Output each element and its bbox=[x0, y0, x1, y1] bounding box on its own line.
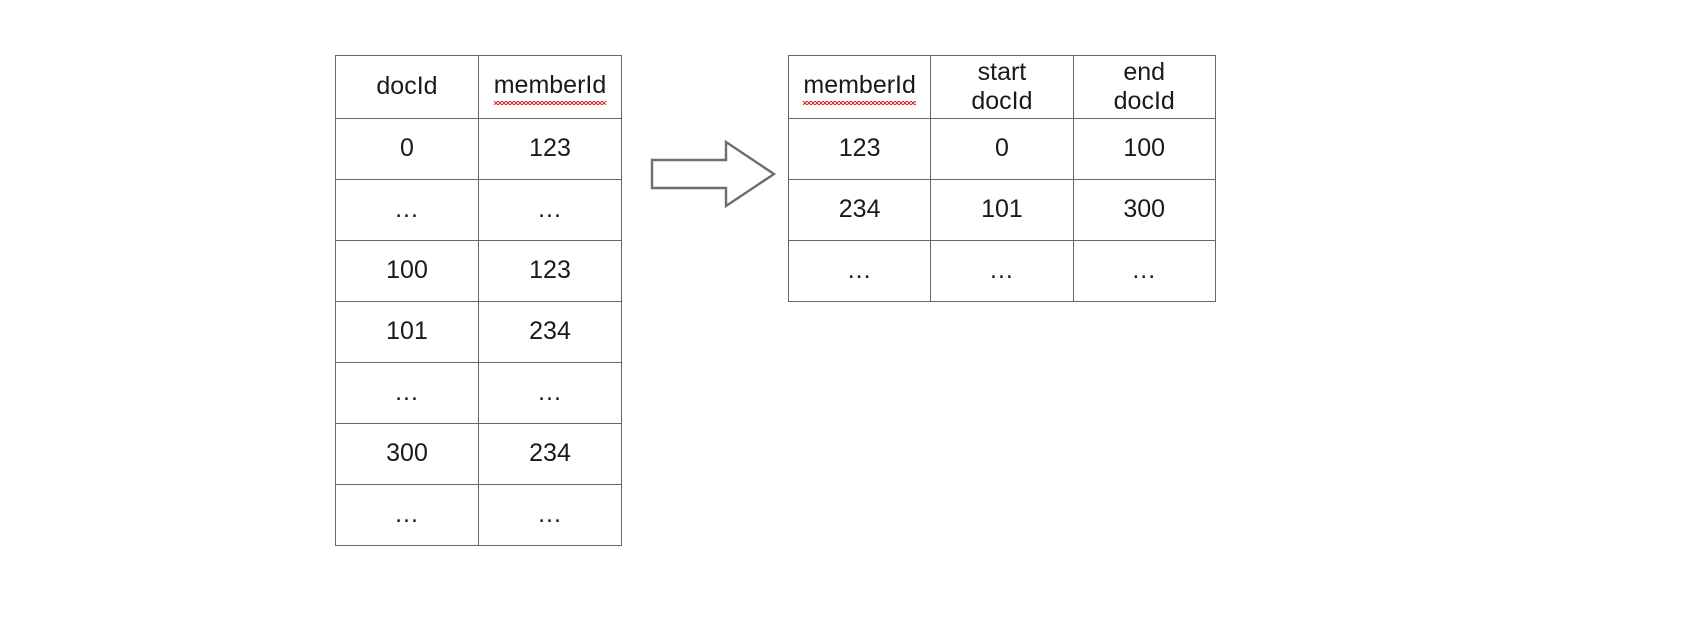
source-table: docId memberId 0 123 ... ... 100 123 101 bbox=[335, 55, 622, 546]
cell-memberid: ... bbox=[478, 484, 622, 546]
cell-docid: ... bbox=[335, 362, 479, 424]
source-header-docid-label: docId bbox=[376, 72, 438, 101]
cell-docid: 0 bbox=[335, 118, 479, 180]
cell-docid: 300 bbox=[335, 423, 479, 485]
result-table-header-row: memberId start docId end docId bbox=[787, 55, 1216, 119]
table-row: 100 123 bbox=[335, 240, 622, 302]
cell-end-docid: ... bbox=[1072, 240, 1216, 302]
result-header-memberid: memberId bbox=[787, 55, 932, 119]
cell-docid: ... bbox=[335, 179, 479, 241]
table-row: 300 234 bbox=[335, 423, 622, 485]
cell-memberid: 123 bbox=[478, 118, 622, 180]
table-row: 123 0 100 bbox=[787, 118, 1216, 180]
cell-memberid: ... bbox=[478, 179, 622, 241]
result-header-end-docid-line2: docId bbox=[1113, 87, 1175, 115]
cell-start-docid: 101 bbox=[930, 179, 1074, 241]
cell-start-docid: ... bbox=[930, 240, 1074, 302]
result-header-end-docid-line1: end bbox=[1123, 57, 1166, 86]
table-row: ... ... ... bbox=[787, 240, 1216, 302]
cell-memberid: 234 bbox=[478, 301, 622, 363]
result-header-start-docid-line2: docId bbox=[971, 87, 1033, 115]
cell-docid: ... bbox=[335, 484, 479, 546]
result-header-end-docid: end docId bbox=[1072, 55, 1216, 119]
source-header-memberid-label: memberId bbox=[493, 71, 606, 105]
cell-memberid: ... bbox=[787, 240, 932, 302]
cell-memberid: 123 bbox=[787, 118, 932, 180]
cell-docid: 101 bbox=[335, 301, 479, 363]
table-row: 101 234 bbox=[335, 301, 622, 363]
result-header-memberid-label: memberId bbox=[803, 71, 916, 105]
transformation-arrow-icon bbox=[650, 139, 777, 209]
table-row: 0 123 bbox=[335, 118, 622, 180]
table-row: ... ... bbox=[335, 484, 622, 546]
table-row: ... ... bbox=[335, 362, 622, 424]
result-table: memberId start docId end docId 123 0 100… bbox=[787, 55, 1216, 302]
cell-memberid: 234 bbox=[478, 423, 622, 485]
result-header-start-docid-line1: start bbox=[977, 57, 1027, 86]
result-header-start-docid: start docId bbox=[930, 55, 1074, 119]
cell-end-docid: 100 bbox=[1072, 118, 1216, 180]
cell-memberid: 123 bbox=[478, 240, 622, 302]
cell-memberid: 234 bbox=[787, 179, 932, 241]
source-header-memberid: memberId bbox=[478, 55, 622, 119]
cell-docid: 100 bbox=[335, 240, 479, 302]
source-header-docid: docId bbox=[335, 55, 479, 119]
cell-end-docid: 300 bbox=[1072, 179, 1216, 241]
source-table-header-row: docId memberId bbox=[335, 55, 622, 119]
cell-start-docid: 0 bbox=[930, 118, 1074, 180]
table-row: ... ... bbox=[335, 179, 622, 241]
arrow-right-icon bbox=[650, 139, 777, 209]
table-row: 234 101 300 bbox=[787, 179, 1216, 241]
cell-memberid: ... bbox=[478, 362, 622, 424]
